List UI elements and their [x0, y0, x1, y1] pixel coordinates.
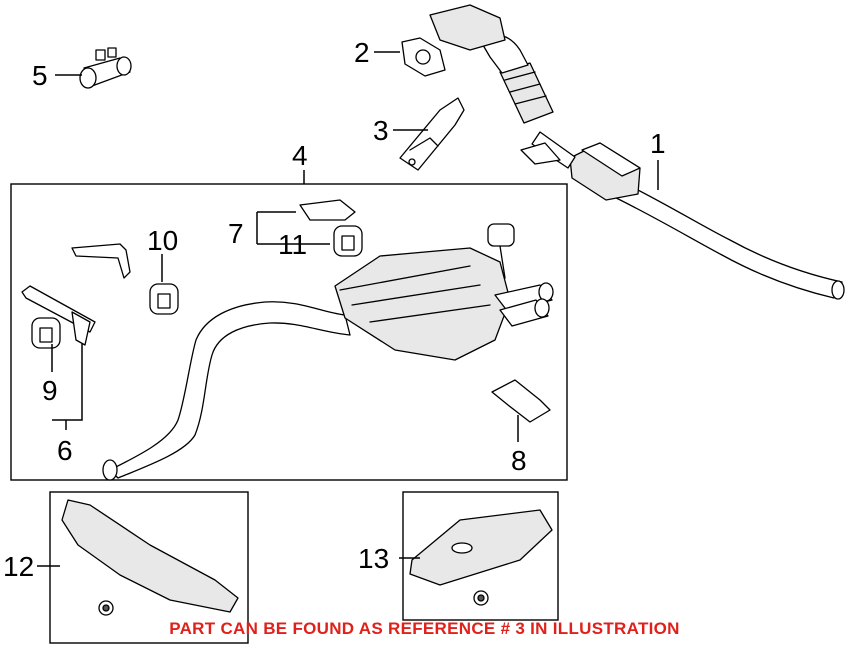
part-2-gasket[interactable] — [401, 37, 446, 77]
part-9-insulator[interactable] — [31, 317, 61, 349]
part-6-hanger-bracket[interactable] — [21, 285, 96, 346]
callout-5: 5 — [32, 60, 48, 91]
part-7-bracket[interactable] — [299, 199, 356, 221]
part-4-rear-pipe-muffler[interactable] — [102, 247, 554, 481]
heat-shield-13-frame — [402, 491, 559, 621]
reference-notice: PART CAN BE FOUND AS REFERENCE # 3 IN IL… — [169, 619, 680, 638]
callout-2: 2 — [354, 37, 370, 68]
callout-7: 7 — [228, 218, 244, 249]
heat-shield-12-frame — [49, 491, 249, 644]
callout-4: 4 — [292, 140, 308, 171]
main-assembly-frame — [10, 183, 568, 481]
callout-8: 8 — [511, 445, 527, 476]
part-13-heat-shield[interactable] — [409, 509, 553, 606]
part-1-front-pipe-catalytic-converter[interactable] — [429, 4, 845, 300]
part-5-clamp[interactable] — [79, 47, 132, 89]
leader-lines — [37, 51, 659, 567]
part-11-insulator[interactable] — [333, 225, 363, 257]
hanger-bracket-left[interactable] — [71, 243, 131, 279]
callout-10: 10 — [147, 225, 178, 256]
exhaust-valve-actuator[interactable] — [487, 223, 515, 279]
part-12-heat-shield[interactable] — [61, 499, 239, 616]
callout-11: 11 — [278, 229, 307, 260]
part-8-bracket[interactable] — [491, 379, 551, 423]
part-10-insulator[interactable] — [149, 283, 179, 315]
callout-1: 1 — [650, 128, 666, 159]
part-3-bracket[interactable] — [399, 97, 465, 171]
callout-3: 3 — [373, 115, 389, 146]
callout-6: 6 — [57, 435, 73, 466]
callout-13: 13 — [358, 543, 389, 574]
callout-12: 12 — [3, 551, 34, 582]
callout-9: 9 — [42, 375, 58, 406]
